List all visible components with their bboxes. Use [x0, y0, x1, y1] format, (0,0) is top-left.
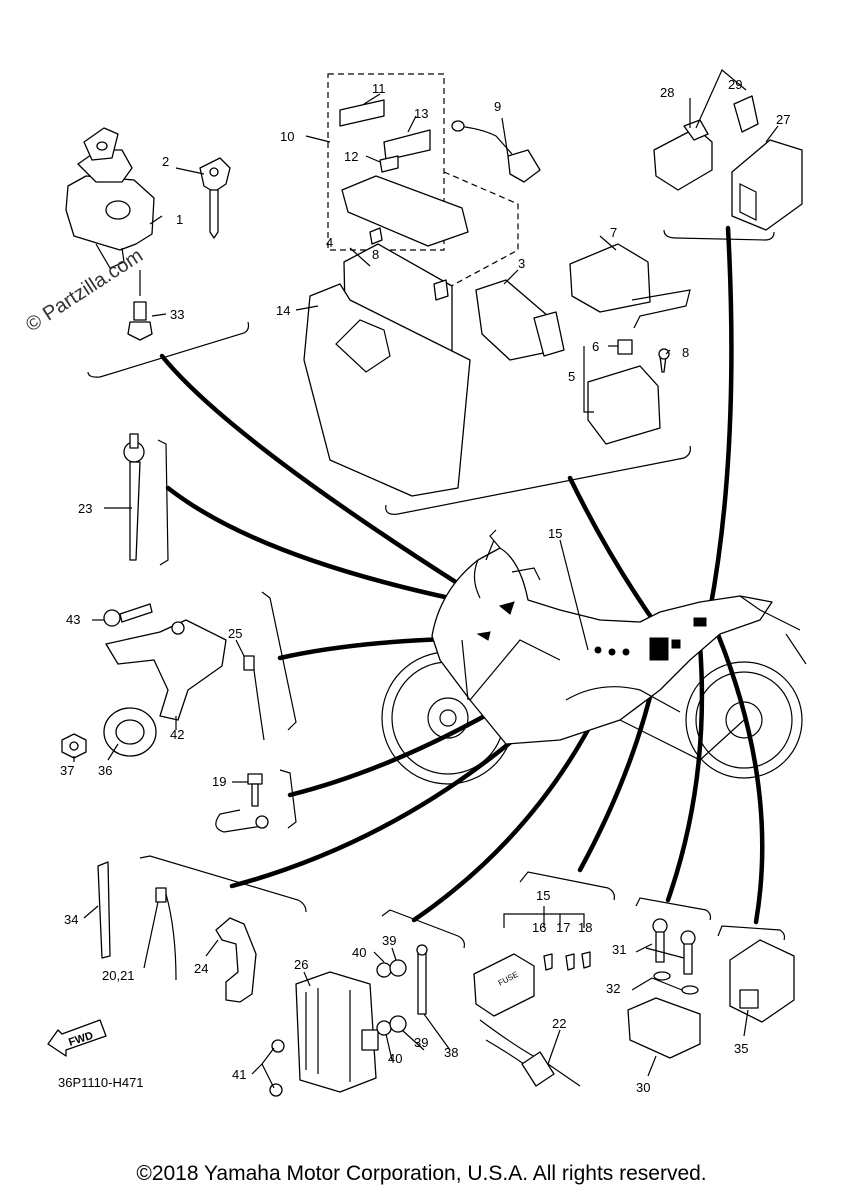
callout-39-bottom: 39	[414, 1035, 429, 1050]
bolt-19-part	[215, 773, 269, 833]
starter-relay-5-part	[583, 339, 670, 445]
clamp-24-part	[215, 917, 257, 1003]
washer-32-part	[653, 971, 699, 995]
callout-2: 2	[162, 154, 170, 169]
callout-35: 35	[734, 1041, 749, 1056]
group-bracket-unit35	[717, 925, 786, 941]
copyright-text: ©2018 Yamaha Motor Corporation, U.S.A. A…	[136, 1162, 707, 1185]
callout-leaders	[73, 93, 779, 1089]
callout-32: 32	[606, 981, 621, 996]
callout-40-bottom: 40	[388, 1051, 403, 1066]
callout-31: 31	[612, 942, 627, 957]
group-bracket-relays	[663, 229, 775, 241]
horn-36-part	[103, 707, 157, 757]
callout-43: 43	[66, 612, 81, 627]
unit-35-part	[729, 939, 795, 1023]
lead-wire-9-part	[451, 120, 541, 183]
sensor-30-part	[627, 997, 701, 1059]
group-bracket-main-switch	[87, 321, 250, 378]
callout-40-top: 40	[352, 945, 367, 960]
callout-25: 25	[228, 626, 243, 641]
band-34-part	[97, 861, 111, 959]
callout-37: 37	[60, 763, 75, 778]
callout-8: 8	[682, 345, 690, 360]
callout-19: 19	[212, 774, 227, 789]
callout-27: 27	[776, 112, 791, 127]
unit-3-part	[475, 279, 565, 361]
callout-12: 12	[344, 149, 359, 164]
callout-38: 38	[444, 1045, 459, 1060]
bolt-38-part	[416, 944, 428, 1015]
group-bracket-earth	[279, 769, 297, 829]
callout-34: 34	[64, 912, 79, 927]
drawing-number: 36P1110-H471	[58, 1075, 144, 1090]
bolt-41-part	[269, 1039, 285, 1097]
fwd-arrow-icon: FWD	[47, 1019, 107, 1057]
leader-29-fork	[695, 69, 747, 129]
callout-8-battery: 8	[372, 247, 380, 262]
callout-11: 11	[372, 81, 386, 96]
callout-33: 33	[170, 307, 185, 322]
callout-39-top: 39	[382, 933, 397, 948]
callout-15: 15	[548, 526, 563, 541]
callout-30: 30	[636, 1080, 651, 1095]
rectifier-26-part	[295, 971, 379, 1093]
callout-42: 42	[170, 727, 185, 742]
group-bracket-clamps	[139, 855, 307, 913]
callout-6: 6	[592, 339, 600, 354]
relay-7-part	[569, 243, 691, 329]
bolt-31-part	[652, 918, 696, 975]
collar-39-40-part	[376, 959, 407, 1036]
callout-20-21: 20,21	[102, 968, 135, 983]
callout-10: 10	[280, 129, 295, 144]
callout-14: 14	[276, 303, 291, 318]
lead-25-part	[243, 655, 265, 741]
nut-37-part	[61, 733, 87, 759]
callout-22: 22	[552, 1016, 567, 1031]
callout-16: 16	[532, 920, 547, 935]
callout-4: 4	[326, 235, 334, 250]
relay-unit-28-part	[653, 119, 713, 191]
callout-7: 7	[610, 225, 618, 240]
group-bracket-rectifier	[381, 909, 465, 949]
battery-part	[303, 99, 471, 497]
bolt-43-part	[103, 603, 153, 627]
group-bracket-sensor	[635, 897, 712, 921]
group-bracket-fuse	[519, 871, 615, 901]
callout-26: 26	[294, 957, 309, 972]
horn-bracket-42-part	[105, 619, 227, 721]
callout-5: 5	[568, 369, 576, 384]
band-23-part	[123, 433, 145, 561]
bolt-33-part	[127, 301, 153, 341]
key-part	[199, 157, 231, 239]
callout-24: 24	[194, 961, 209, 976]
clamp-2021-part	[155, 887, 177, 981]
callout-1: 1	[176, 212, 184, 227]
callout-15-fuse: 15	[536, 888, 551, 903]
callout-36: 36	[98, 763, 113, 778]
callout-28: 28	[660, 85, 675, 100]
group-bracket-band	[157, 439, 169, 566]
callout-13: 13	[414, 106, 429, 121]
callout-3: 3	[518, 256, 526, 271]
main-switch-part	[65, 127, 155, 296]
motorcycle-outline	[381, 529, 807, 785]
callout-9: 9	[494, 99, 502, 114]
callout-29: 29	[728, 77, 743, 92]
unit-27-part	[731, 139, 803, 231]
group-bracket-horn	[261, 591, 297, 731]
callout-41: 41	[232, 1067, 247, 1082]
relay-29-part	[733, 95, 759, 133]
callout-17: 17	[556, 920, 571, 935]
group-bracket-battery	[385, 445, 691, 515]
callout-23: 23	[78, 501, 93, 516]
fuse-box-part	[473, 951, 591, 1017]
callout-18: 18	[578, 920, 593, 935]
wire-harness-22-part	[479, 1019, 581, 1087]
leader-15-fuse-fork	[503, 906, 585, 928]
